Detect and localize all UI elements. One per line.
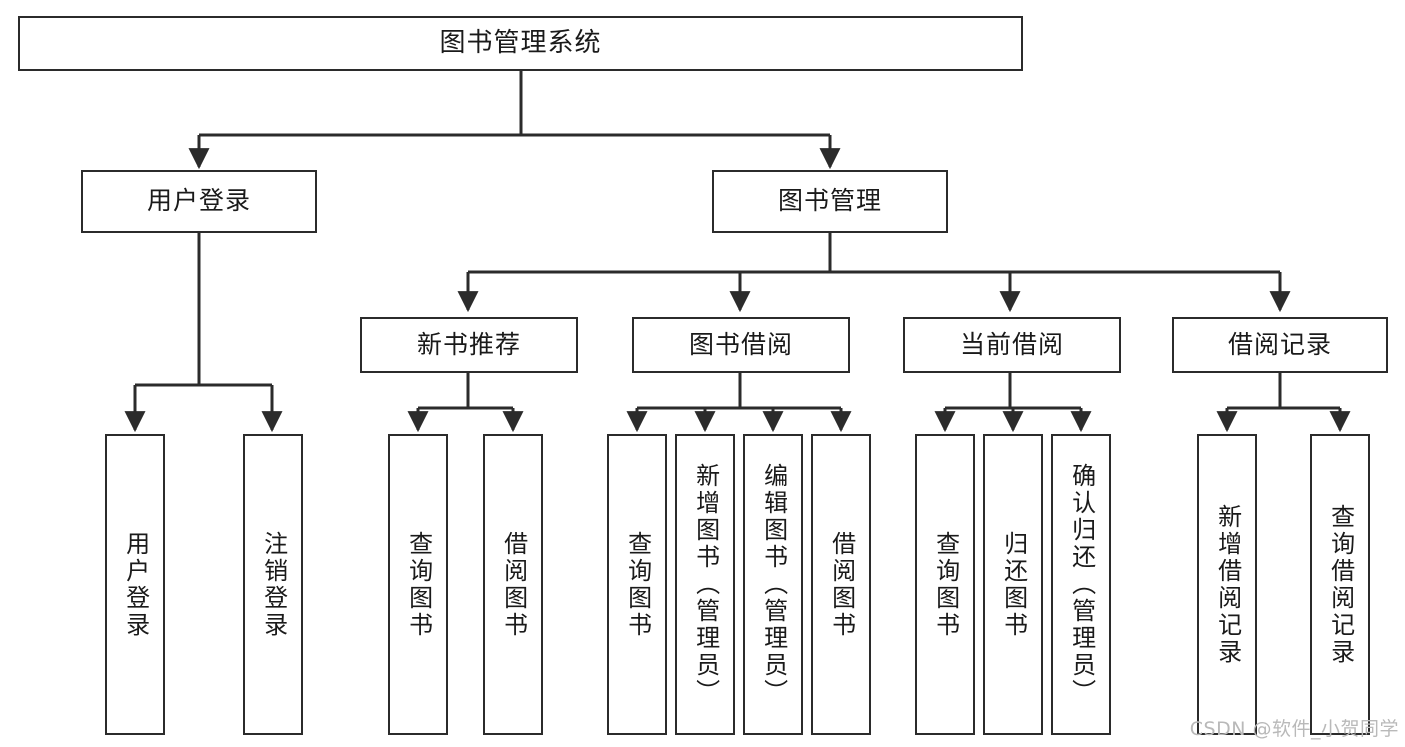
leaf-book-borrow-edit[interactable]: 编辑图书（管理员） [743, 434, 803, 735]
leaf-user-login-logout-label: 注销登录 [259, 530, 288, 639]
leaf-book-borrow-edit-label: 编辑图书（管理员） [759, 463, 788, 706]
leaf-book-borrow-borrow[interactable]: 借阅图书 [811, 434, 871, 735]
node-user-login-label: 用户登录 [146, 186, 251, 216]
leaf-user-login-logout[interactable]: 注销登录 [243, 434, 303, 735]
watermark: CSDN @软件_小贺同学 [1189, 718, 1399, 740]
node-borrow-record[interactable]: 借阅记录 [1172, 317, 1388, 373]
node-root[interactable]: 图书管理系统 [18, 16, 1023, 71]
leaf-borrow-record-query[interactable]: 查询借阅记录 [1310, 434, 1370, 735]
leaf-current-borrow-return[interactable]: 归还图书 [983, 434, 1043, 735]
node-new-book-recommend-label: 新书推荐 [416, 329, 521, 359]
node-user-login[interactable]: 用户登录 [81, 170, 317, 233]
leaf-current-borrow-confirm[interactable]: 确认归还（管理员） [1051, 434, 1111, 735]
leaf-new-book-query[interactable]: 查询图书 [388, 434, 448, 735]
leaf-book-borrow-query[interactable]: 查询图书 [607, 434, 667, 735]
node-root-label: 图书管理系统 [439, 27, 602, 58]
leaf-new-book-borrow-label: 借阅图书 [499, 530, 528, 639]
leaf-user-login-login-label: 用户登录 [121, 530, 150, 639]
node-current-borrow-label: 当前借阅 [959, 329, 1064, 359]
node-current-borrow[interactable]: 当前借阅 [903, 317, 1121, 373]
leaf-current-borrow-return-label: 归还图书 [999, 530, 1028, 639]
node-book-manage-label: 图书管理 [777, 186, 882, 216]
leaf-book-borrow-add[interactable]: 新增图书（管理员） [675, 434, 735, 735]
leaf-book-borrow-borrow-label: 借阅图书 [827, 530, 856, 639]
leaf-user-login-login[interactable]: 用户登录 [105, 434, 165, 735]
leaf-current-borrow-confirm-label: 确认归还（管理员） [1067, 463, 1096, 706]
leaf-new-book-borrow[interactable]: 借阅图书 [483, 434, 543, 735]
leaf-book-borrow-add-label: 新增图书（管理员） [691, 463, 720, 706]
node-book-borrow-label: 图书借阅 [688, 329, 793, 359]
node-book-manage[interactable]: 图书管理 [712, 170, 948, 233]
leaf-borrow-record-add-label: 新增借阅记录 [1213, 503, 1242, 666]
node-book-borrow[interactable]: 图书借阅 [632, 317, 850, 373]
leaf-borrow-record-add[interactable]: 新增借阅记录 [1197, 434, 1257, 735]
leaf-current-borrow-query[interactable]: 查询图书 [915, 434, 975, 735]
leaf-current-borrow-query-label: 查询图书 [931, 530, 960, 639]
node-borrow-record-label: 借阅记录 [1227, 329, 1332, 359]
leaf-book-borrow-query-label: 查询图书 [623, 530, 652, 639]
leaf-borrow-record-query-label: 查询借阅记录 [1326, 503, 1355, 666]
leaf-new-book-query-label: 查询图书 [404, 530, 433, 639]
node-new-book-recommend[interactable]: 新书推荐 [360, 317, 578, 373]
